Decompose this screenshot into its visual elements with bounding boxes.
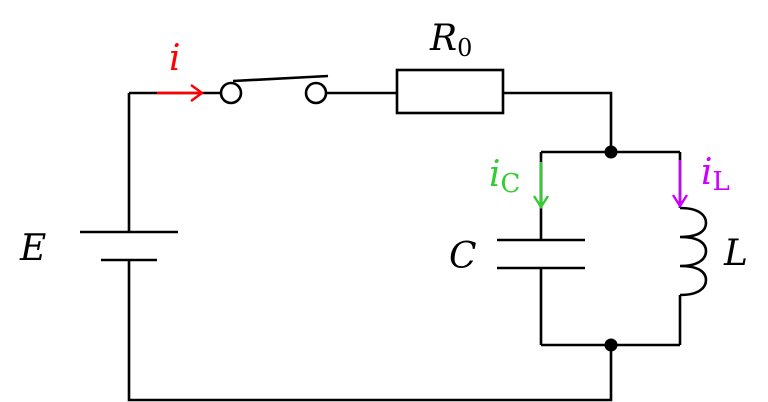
switch-right-terminal: [304, 81, 328, 105]
resistor-body: [395, 68, 505, 115]
switch-left-terminal: [219, 81, 243, 105]
current-arrow-main: [157, 84, 205, 102]
current-arrow-inductor: [671, 160, 689, 209]
label-inductor: L: [723, 233, 748, 274]
label-capacitor: C: [449, 236, 477, 277]
label-current-main: i: [169, 38, 181, 79]
wire-resistor-to-node: [503, 91, 613, 152]
label-resistor: R0: [429, 18, 472, 62]
label-current-capacitor: iC: [489, 154, 520, 199]
label-current-inductor-sub: L: [713, 167, 730, 197]
junction-node-bottom: [604, 338, 618, 352]
wire-left-vertical-lower: [127, 260, 613, 402]
label-current-inductor: iL: [701, 152, 730, 197]
inductor-coil: [679, 206, 708, 297]
label-current-capacitor-sub: C: [501, 169, 521, 199]
current-arrow-capacitor: [532, 162, 550, 210]
label-resistor-main: R: [429, 18, 457, 59]
junction-node-top: [604, 145, 618, 159]
label-current-capacitor-main: i: [489, 154, 501, 195]
label-resistor-sub: 0: [457, 34, 472, 62]
switch-lever: [232, 74, 329, 83]
label-source: E: [19, 228, 46, 269]
label-current-inductor-main: i: [701, 152, 713, 193]
